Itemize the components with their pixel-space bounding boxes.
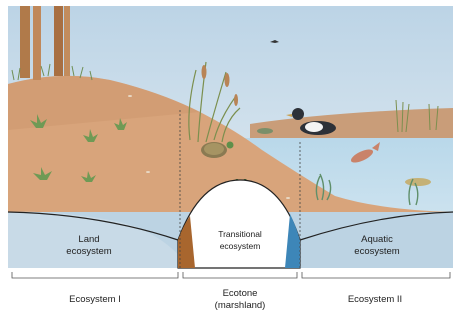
ecosystem-1-label: Ecosystem I xyxy=(40,294,150,306)
transitional-ecosystem-label: Transitional ecosystem xyxy=(196,228,284,252)
ecotone-label-line1: Ecotone xyxy=(190,288,290,300)
land-label-line1: Land xyxy=(44,234,134,246)
aquatic-label-line2: ecosystem xyxy=(332,246,422,258)
ecotone-label: Ecotone (marshland) xyxy=(190,288,290,312)
transitional-label-line2: ecosystem xyxy=(196,240,284,252)
transitional-label-line1: Transitional xyxy=(196,228,284,240)
bottom-brackets xyxy=(12,272,450,278)
land-ecosystem-label: Land ecosystem xyxy=(44,234,134,258)
swimming-turtle xyxy=(257,128,273,134)
ecosystem-2-label: Ecosystem II xyxy=(320,294,430,306)
land-label-line2: ecosystem xyxy=(44,246,134,258)
aquatic-label-line1: Aquatic xyxy=(332,234,422,246)
ecotone-label-line2: (marshland) xyxy=(190,300,290,312)
aquatic-ecosystem-label: Aquatic ecosystem xyxy=(332,234,422,258)
